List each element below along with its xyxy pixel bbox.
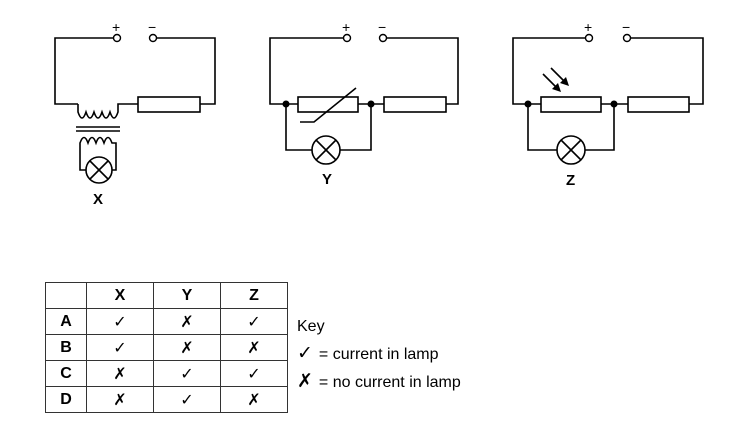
circuit-y: + − Y [269,19,459,188]
row-label: D [45,386,87,413]
resistor-y [383,96,447,113]
wire-x-left [54,37,114,105]
minus-terminal-label-y: − [378,19,386,35]
table-row-d: D ✗ ✓ ✗ [45,386,288,413]
row-label: B [45,334,87,361]
resistor-x [137,96,201,113]
thermistor-slash [300,87,357,123]
key-cross-row: ✗ = no current in lamp [297,368,461,396]
key-cross-text: = no current in lamp [318,374,461,391]
wire-x-right [156,37,216,105]
resistor-z [627,96,690,113]
cell-mark: ✓ [220,360,288,387]
primary-coil [77,103,138,119]
cross-icon: ✗ [297,370,313,392]
minus-terminal-z [622,33,632,43]
minus-terminal-label-x: − [148,19,156,35]
light-arrows-icon [542,67,569,92]
plus-terminal-label-y: + [342,19,350,35]
cell-mark: ✓ [153,360,221,387]
circuit-diagrams: + − X + − [54,19,704,208]
wire-y-right [386,37,459,105]
table-header-row: X Y Z [45,282,288,309]
answer-table: X Y Z A ✓ ✗ ✓ B ✓ ✗ ✗ C ✗ ✓ ✓ D ✗ ✓ ✗ [45,282,288,413]
cell-mark: ✗ [86,360,154,387]
plus-terminal-label-z: + [584,19,592,35]
cell-mark: ✓ [220,308,288,335]
cell-mark: ✓ [86,308,154,335]
table-row-a: A ✓ ✗ ✓ [45,308,288,335]
cell-mark: ✓ [153,386,221,413]
cell-mark: ✗ [220,386,288,413]
cell-mark: ✗ [153,334,221,361]
ldr-z [540,96,602,113]
cell-mark: ✗ [220,334,288,361]
plus-terminal-x [112,33,122,43]
circuit-z: + − Z [512,19,704,189]
wire-y-left [269,37,344,105]
key-tick-text: = current in lamp [318,346,439,363]
key-tick-row: ✓ = current in lamp [297,340,461,368]
thermistor-y [297,96,359,113]
header-cell-y: Y [153,282,221,309]
circuit-label-z: Z [566,172,575,189]
plus-terminal-label-x: + [112,19,120,35]
plus-terminal-y [342,33,352,43]
header-cell-empty [45,282,87,309]
key-title: Key [297,318,325,335]
key-legend: Key ✓ = current in lamp ✗ = no current in … [297,313,461,396]
minus-terminal-label-z: − [622,19,630,35]
cell-mark: ✗ [153,308,221,335]
tick-icon: ✓ [297,342,313,364]
wire-z-right [630,37,704,105]
wire-z-left [512,37,586,105]
circuit-x: + − X [54,19,216,208]
table-row-c: C ✗ ✓ ✓ [45,360,288,387]
table-row-b: B ✓ ✗ ✗ [45,334,288,361]
circuit-label-x: X [93,191,103,208]
row-label: C [45,360,87,387]
header-cell-x: X [86,282,154,309]
minus-terminal-x [148,33,158,43]
circuit-label-y: Y [322,171,332,188]
header-cell-z: Z [220,282,288,309]
row-label: A [45,308,87,335]
plus-terminal-z [584,33,594,43]
cell-mark: ✗ [86,386,154,413]
minus-terminal-y [378,33,388,43]
secondary-coil [79,136,117,148]
cell-mark: ✓ [86,334,154,361]
